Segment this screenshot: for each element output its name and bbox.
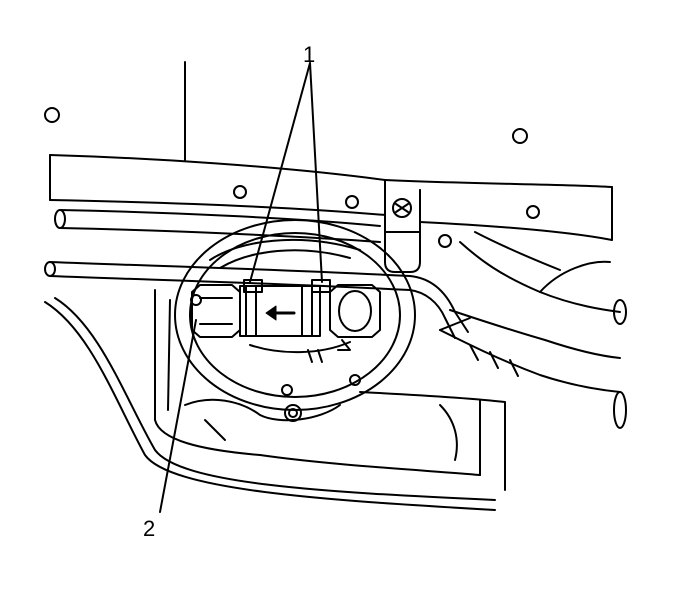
hose-large — [439, 309, 627, 429]
sweeping-line — [44, 297, 496, 511]
frame-rail — [49, 154, 613, 241]
fuel-line-elbow — [409, 275, 471, 339]
hose-upper — [459, 231, 627, 325]
callout-leaders — [159, 62, 323, 513]
callout-label-2: 2 — [143, 516, 155, 541]
mounting-holes — [44, 107, 540, 248]
left-fitting-nut — [191, 284, 241, 338]
fuel-line-upper — [44, 261, 411, 291]
lower-housing — [154, 289, 506, 491]
right-fitting-nut — [329, 284, 381, 338]
callout-label-1: 1 — [303, 42, 315, 67]
rail-lower-tube — [54, 209, 381, 243]
flow-direction-arrow — [265, 305, 296, 321]
fuel-filter-body — [239, 279, 331, 337]
